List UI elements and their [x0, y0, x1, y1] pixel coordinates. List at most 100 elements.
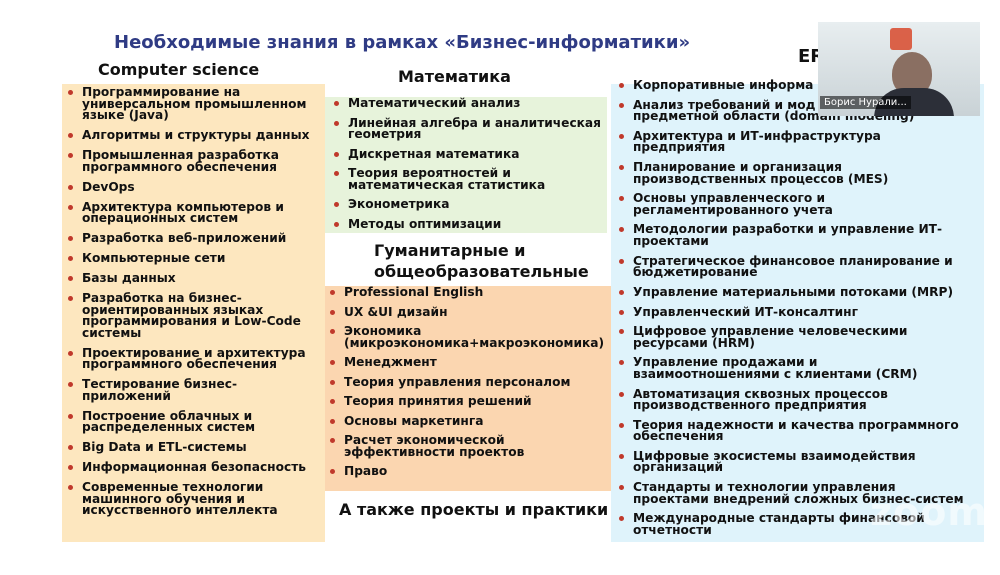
bullet-icon [619, 165, 624, 171]
list-item: Теория надежности и качества программног… [615, 417, 980, 444]
list-item-text: Архитектура и ИТ-инфраструктура предприя… [633, 128, 881, 155]
math-column-bg [325, 97, 607, 233]
bullet-icon [619, 329, 624, 335]
list-item: Построение облачных и распределенных сис… [64, 410, 322, 434]
list-item: DevOps [64, 180, 322, 194]
list-item-text: Базы данных [82, 271, 176, 285]
bullet-icon [619, 309, 624, 315]
cs-header: Computer science [98, 60, 260, 79]
list-item: Корпоративные информа [615, 79, 980, 92]
bullet-icon [619, 258, 624, 264]
bullet-icon [330, 438, 335, 443]
list-item-text: Автоматизация сквозных процессов произво… [633, 386, 888, 413]
bullet-icon [619, 453, 624, 459]
list-item-text: Методы оптимизации [348, 216, 502, 231]
list-item-text: Архитектура компьютеров и операционных с… [82, 199, 284, 225]
bullet-icon [619, 391, 624, 397]
bullet-icon [619, 227, 624, 233]
bullet-icon [68, 296, 73, 301]
list-item-text: Управление продажами и взаимоотношениями… [633, 355, 918, 381]
bullet-icon [330, 399, 335, 404]
bullet-icon [619, 516, 624, 522]
bullet-icon [619, 360, 624, 366]
list-item-text: Компьютерные сети [82, 251, 226, 265]
bullet-icon [619, 422, 624, 428]
list-item-text: Промышленная разработка программного обе… [82, 148, 279, 174]
list-item: Программирование на универсальном промыш… [64, 86, 322, 122]
list-item: Разработка на бизнес- ориентированных яз… [64, 291, 322, 340]
list-item: Цифровое управление человеческими ресурс… [615, 324, 980, 350]
list-item: Big Data и ETL-системы [64, 440, 322, 454]
list-item-text: Линейная алгебра и аналитическая геометр… [348, 115, 601, 141]
bullet-icon [330, 290, 335, 295]
list-item: Управление материальными потоками (MRP) [615, 286, 980, 299]
list-item: Теория принятия решений [326, 394, 611, 408]
list-item: Методы оптимизации [330, 216, 610, 231]
list-item-text: Разработка на бизнес- ориентированных яз… [82, 291, 301, 340]
cs-column-bg [62, 84, 325, 542]
list-item: Методологии разработки и управление ИТ- … [615, 223, 980, 247]
list-item: Экономика (микроэкономика+макроэкономика… [326, 325, 611, 349]
list-item: UX &UI дизайн [326, 305, 611, 319]
bullet-icon [619, 102, 624, 108]
list-item: Проектирование и архитектура программног… [64, 345, 322, 371]
list-item-text: Стандарты и технологии управления проект… [633, 480, 964, 506]
list-item-text: Современные технологии машинного обучени… [82, 480, 278, 517]
list-item: Теория управления персоналом [326, 374, 611, 389]
bullet-icon [619, 196, 624, 202]
bullet-icon [68, 382, 73, 387]
list-item-text: Стратегическое финансовое планирование и… [633, 253, 953, 280]
list-item: Анализ требований и мод предметной облас… [615, 97, 980, 124]
bullet-icon [68, 153, 73, 158]
list-item-text: Теория принятия решений [344, 394, 532, 408]
bullet-icon [68, 485, 73, 490]
erp-column-bg [611, 84, 984, 542]
bullet-icon [334, 202, 339, 207]
list-item: Управленческий ИТ-консалтинг [615, 304, 980, 319]
projects-practices-header: А также проекты и практики [339, 500, 609, 519]
list-item-text: Проектирование и архитектура программног… [82, 345, 306, 371]
list-item: Основы маркетинга [326, 413, 611, 428]
bullet-icon [334, 171, 339, 176]
list-item: Цифровые экосистемы взаимодействия орган… [615, 450, 980, 474]
list-item: Теория вероятностей и математическая ста… [330, 167, 610, 191]
list-item: Современные технологии машинного обучени… [64, 480, 322, 517]
list-item: Право [326, 465, 611, 478]
list-item-text: Расчет экономической эффективности проек… [344, 433, 525, 459]
list-item-text: Алгоритмы и структуры данных [82, 128, 310, 142]
list-item: Алгоритмы и структуры данных [64, 128, 322, 142]
list-item-text: Теория надежности и качества программног… [633, 417, 959, 444]
bullet-icon [334, 120, 339, 126]
list-item-text: Теория управления персоналом [344, 374, 571, 389]
list-item-text: Big Data и ETL-системы [82, 440, 247, 454]
list-item-text: Анализ требований и мод предметной облас… [633, 97, 915, 124]
bullet-icon [619, 133, 624, 139]
bullet-icon [619, 289, 624, 295]
bullet-icon [68, 465, 73, 470]
slide-title: Необходимые знания в рамках «Бизнес-инфо… [114, 32, 691, 53]
list-item-text: Цифровое управление человеческими ресурс… [633, 324, 908, 350]
bullet-icon [68, 256, 73, 261]
list-item: Тестирование бизнес- приложений [64, 378, 322, 402]
cs-list: Программирование на универсальном промыш… [64, 86, 322, 525]
list-item: Менеджмент [326, 356, 611, 369]
list-item: Базы данных [64, 271, 322, 285]
list-item-text: Основы маркетинга [344, 413, 484, 428]
bullet-icon [330, 309, 335, 315]
list-item: Линейная алгебра и аналитическая геометр… [330, 115, 610, 141]
erp-header-fragment: ER [798, 46, 825, 67]
participant-video-tile[interactable]: Борис Нурали... [818, 22, 980, 116]
list-item: Основы управленческого и регламентирован… [615, 192, 980, 216]
list-item: Международные стандарты финансовой отчет… [615, 512, 980, 536]
bullet-icon [334, 221, 339, 227]
list-item: Стандарты и технологии управления проект… [615, 480, 980, 506]
list-item-text: Управленческий ИТ-консалтинг [633, 304, 858, 319]
list-item-text: Professional English [344, 285, 484, 299]
list-item: Информационная безопасность [64, 461, 322, 474]
bullet-icon [330, 379, 335, 385]
bullet-icon [68, 133, 73, 138]
list-item: Расчет экономической эффективности проек… [326, 433, 611, 459]
